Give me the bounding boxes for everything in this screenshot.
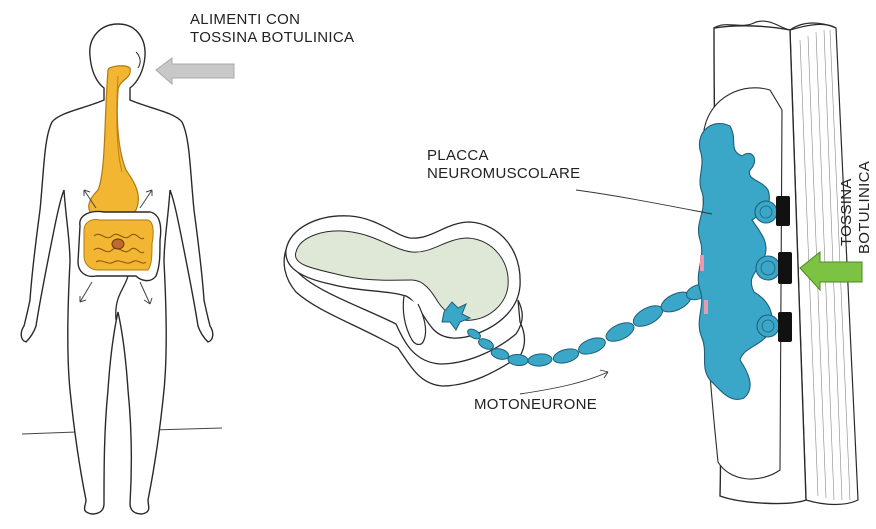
food-label-line2: TOSSINA BOTULINICA xyxy=(190,29,354,47)
toxin-label-line1: TOSSINA xyxy=(838,178,856,246)
toxin-label-line2: BOTULINICA xyxy=(856,161,874,254)
food-label-line1: ALIMENTI CON xyxy=(190,11,300,29)
plate-label-line1: PLACCA xyxy=(427,147,489,165)
plate-leader-line xyxy=(576,190,712,214)
plate-label-line2: NEUROMUSCOLARE xyxy=(427,165,580,183)
spinal-cord-section xyxy=(284,216,524,386)
food-arrow-icon xyxy=(156,58,234,84)
toxin-blocks xyxy=(776,196,792,342)
motoneuron-label: MOTONEURONE xyxy=(474,396,597,414)
motoneuron-leader-line xyxy=(520,372,608,394)
